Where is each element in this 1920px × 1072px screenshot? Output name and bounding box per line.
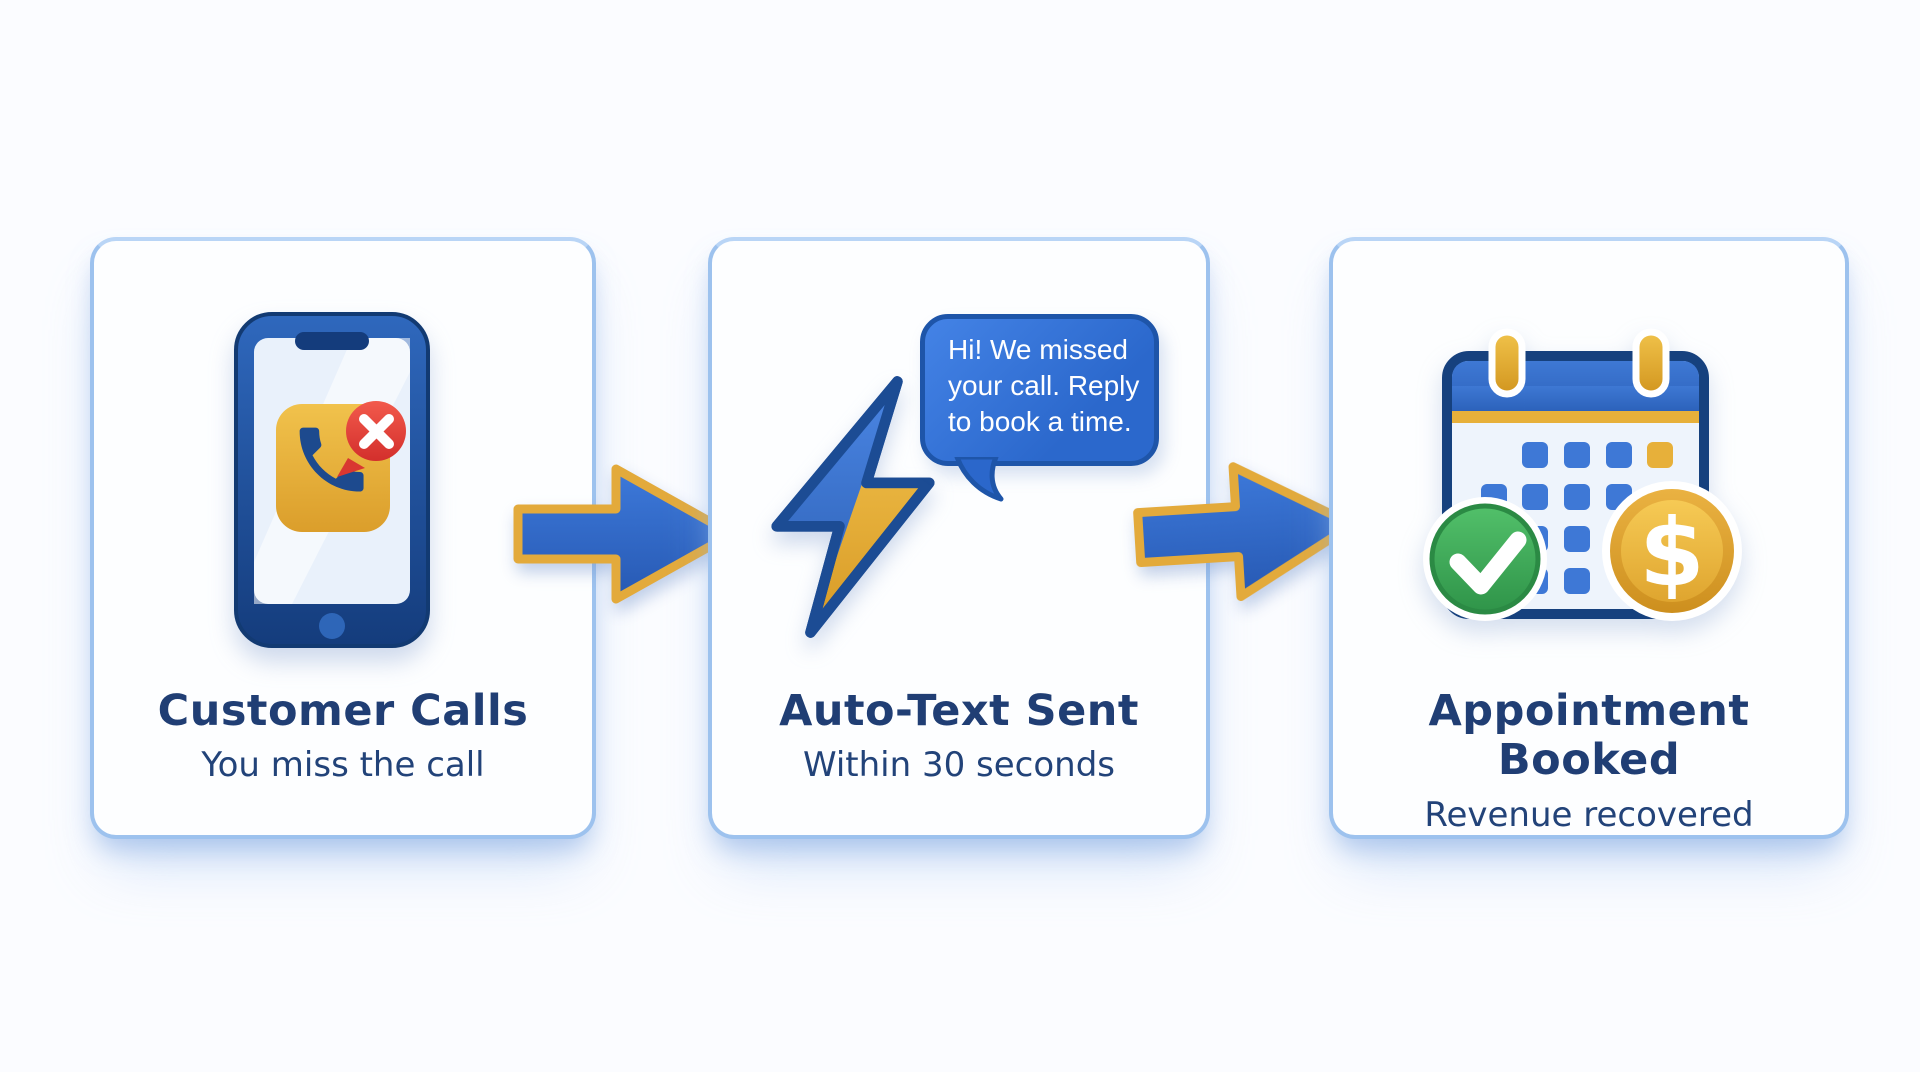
dollar-coin: $ [1602,481,1742,621]
step-label: Appointment Booked Revenue recovered [1333,686,1845,836]
calendar-booked-icon: $ [1423,328,1742,621]
phone-missed-call-icon [234,312,430,648]
home-button [319,613,345,639]
step-title: Appointment Booked [1428,686,1750,786]
flow-arrow-right-icon [1133,462,1358,601]
bubble-tail [954,457,1004,502]
sms-text-line: to book a time. [948,406,1132,437]
step-subtitle: You miss the call [201,745,485,786]
step-label: Customer Calls You miss the call [94,686,592,786]
step-card-appointment-booked: $ Appointment Booked Revenue recovered [1329,237,1849,839]
step-subtitle: Revenue recovered [1424,794,1754,835]
lightning-bolt-icon [771,376,935,638]
step-title: Customer Calls [157,686,529,736]
binder-rings [1488,328,1670,398]
sms-text-line: Hi! We missed [948,334,1128,365]
step-subtitle: Within 30 seconds [802,745,1116,786]
step-label: Auto-Text Sent Within 30 seconds [712,686,1206,786]
step-title: Auto-Text Sent [779,686,1139,736]
step-card-customer-calls: Customer Calls You miss the call [90,237,596,839]
dollar-sign: $ [1639,499,1704,608]
sms-message-bubble: Hi! We missed your call. Reply to book a… [920,314,1159,502]
flow-arrow-right-icon [513,464,737,604]
check-icon [1449,531,1527,595]
step-card-auto-text-sent: Hi! We missed your call. Reply to book a… [708,237,1210,839]
sms-text-line: your call. Reply [948,370,1140,401]
phone-notch [295,332,369,350]
highlighted-day [1647,442,1673,468]
missed-call-badge [337,401,406,477]
phone-handset-icon [299,427,364,492]
check-badge [1423,497,1547,621]
